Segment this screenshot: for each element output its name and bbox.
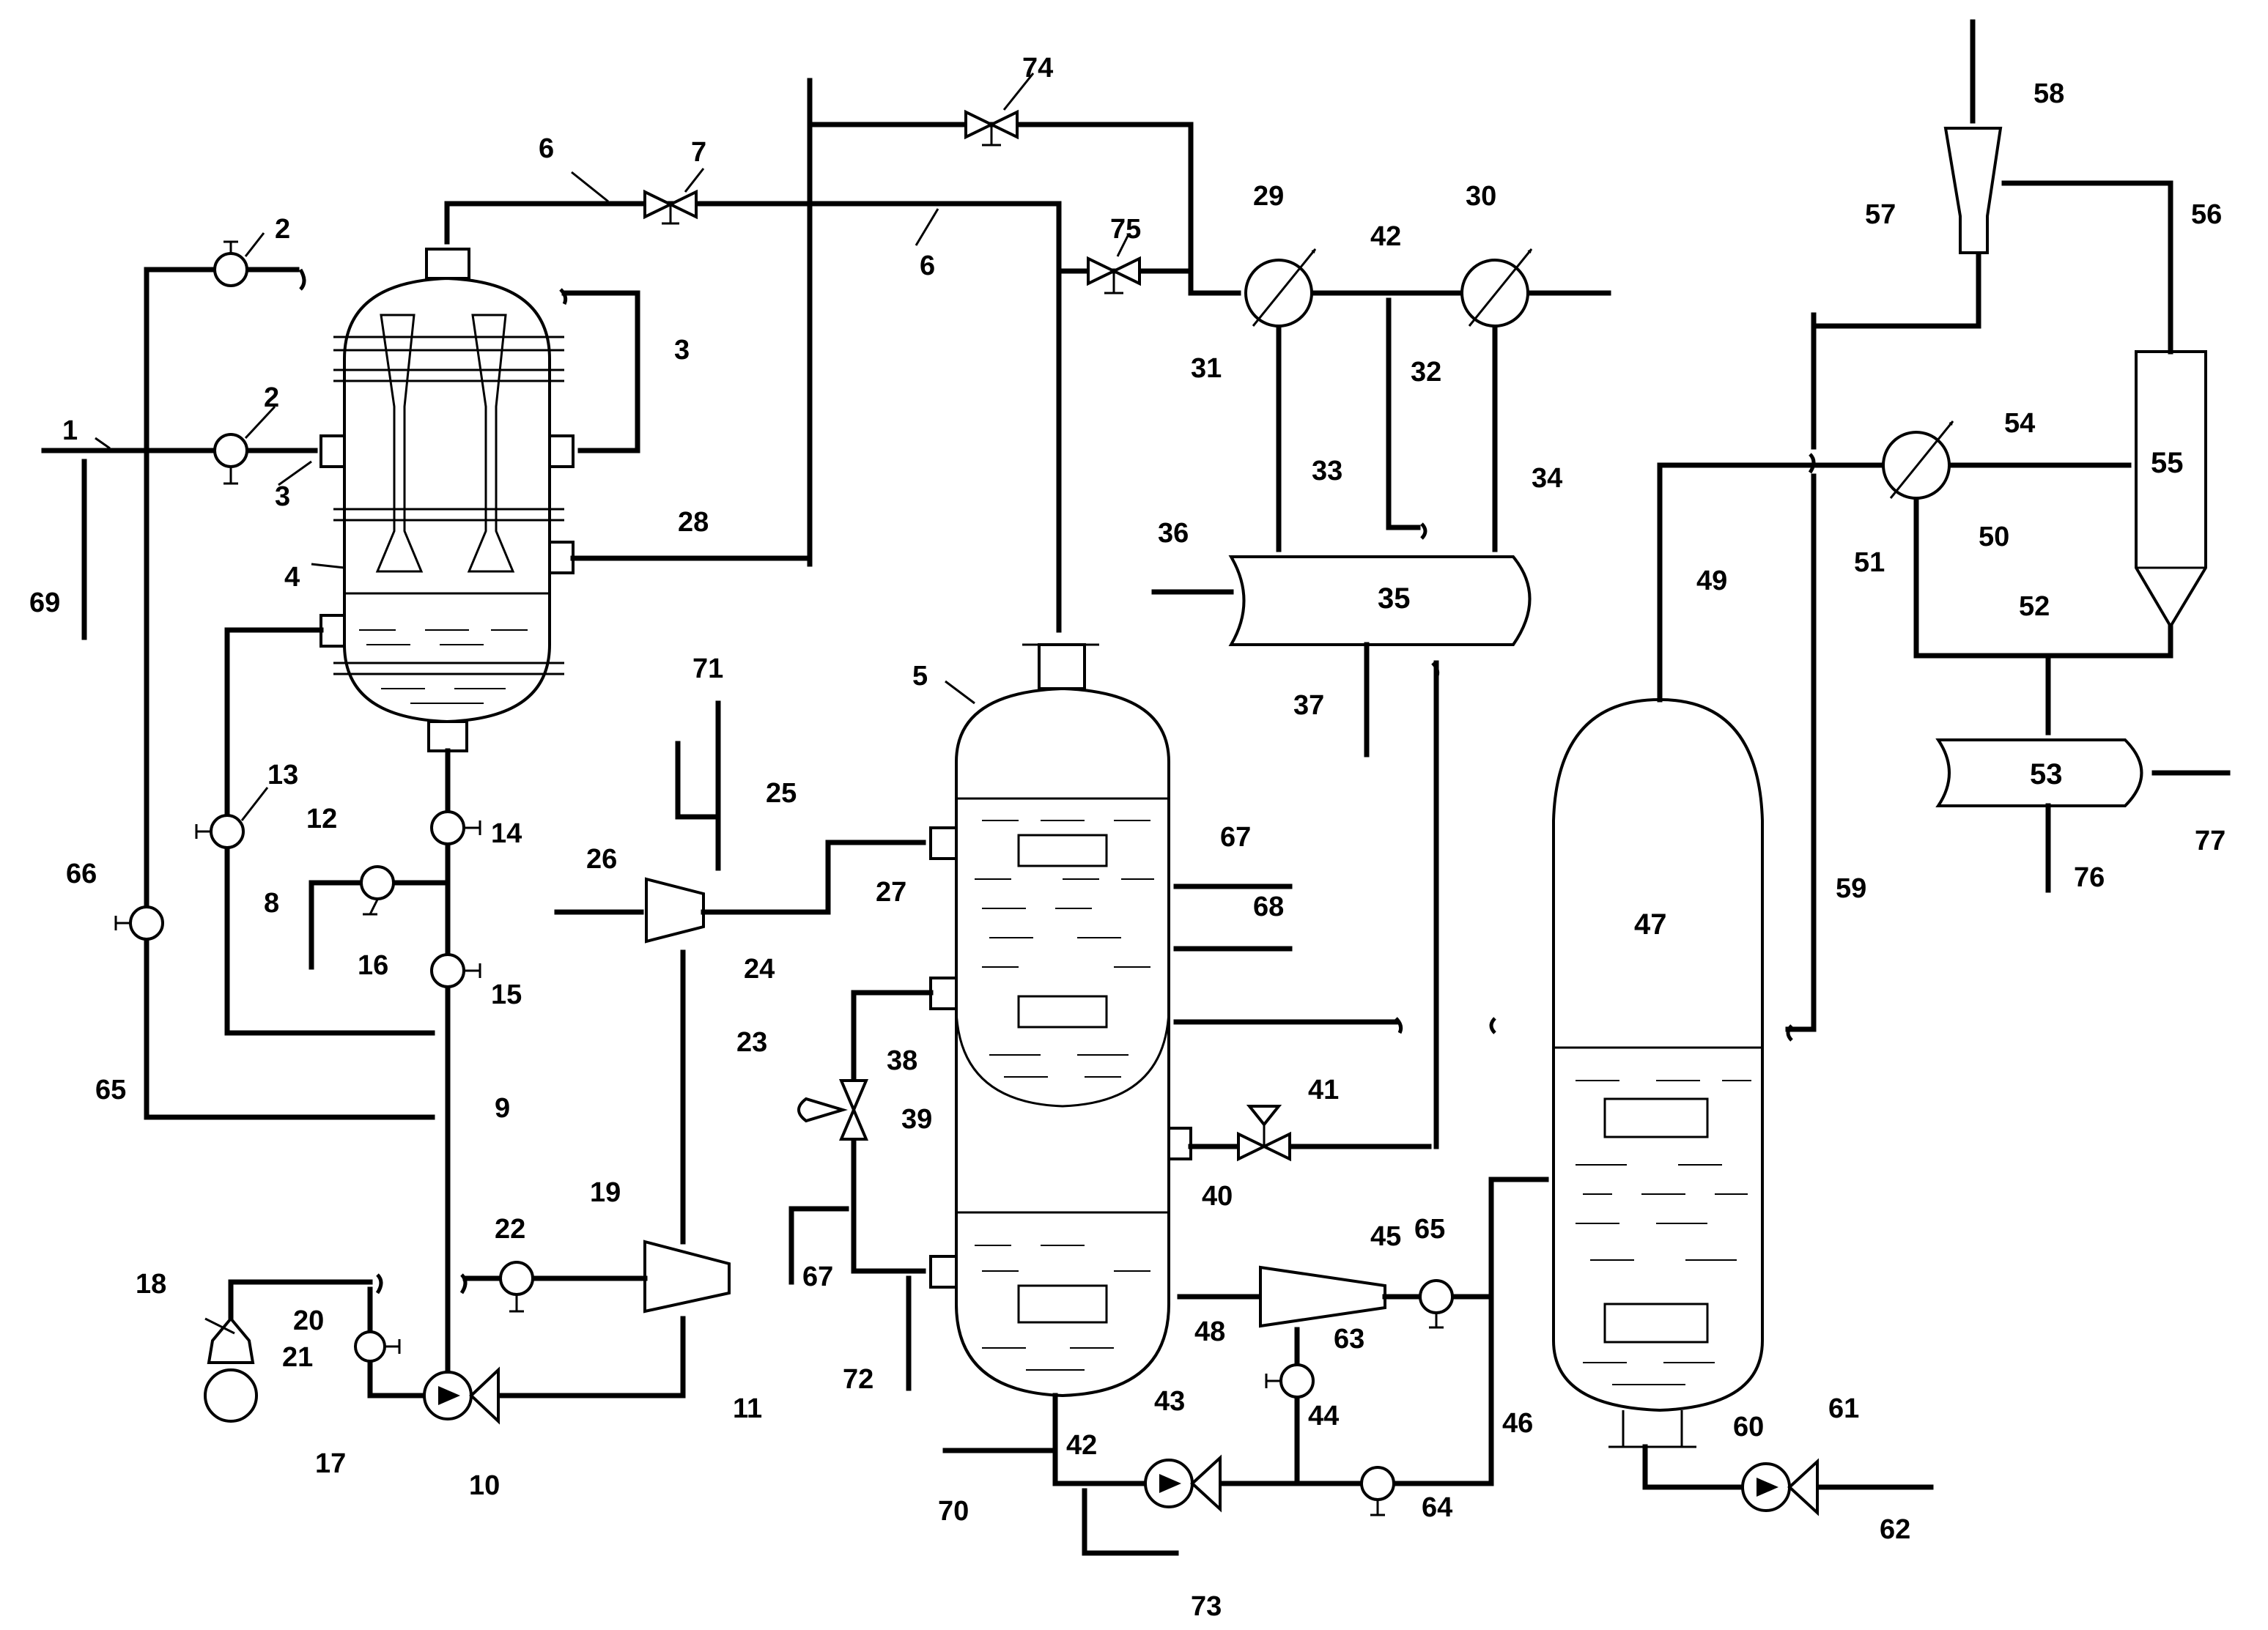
label-35: 35: [1378, 582, 1411, 615]
label-58: 58: [2034, 78, 2064, 109]
label-41: 41: [1308, 1075, 1339, 1105]
reactor-column-5: [931, 645, 1191, 1396]
label-64: 64: [1422, 1492, 1452, 1523]
label-22: 22: [495, 1214, 525, 1245]
label-20: 20: [293, 1305, 324, 1336]
ejector-57: [1946, 128, 2001, 253]
label-50: 50: [1979, 522, 2009, 552]
label-25: 25: [766, 778, 797, 809]
label-21: 21: [282, 1342, 313, 1373]
ejector-24: [646, 879, 703, 941]
label-6b: 6: [920, 251, 935, 281]
label-72: 72: [843, 1364, 873, 1395]
label-63: 63: [1334, 1324, 1364, 1355]
label-55: 55: [2151, 447, 2184, 479]
label-37: 37: [1293, 690, 1324, 721]
label-15: 15: [491, 979, 522, 1010]
label-57: 57: [1865, 199, 1896, 230]
compressor-19: [645, 1242, 729, 1311]
label-34: 34: [1532, 463, 1562, 494]
label-48: 48: [1194, 1316, 1225, 1347]
label-8: 8: [264, 888, 279, 919]
label-44: 44: [1308, 1401, 1339, 1431]
label-45: 45: [1370, 1221, 1401, 1252]
separator-column-55: [2136, 352, 2206, 626]
label-17: 17: [315, 1448, 346, 1479]
heat-exchangers: [1246, 249, 1953, 498]
label-30: 30: [1466, 181, 1496, 212]
label-52: 52: [2019, 591, 2050, 622]
label-49: 49: [1696, 566, 1727, 596]
label-43: 43: [1154, 1386, 1185, 1417]
label-59: 59: [1836, 873, 1866, 904]
label-60: 60: [1733, 1412, 1764, 1442]
label-68: 68: [1253, 892, 1284, 922]
label-2a: 2: [275, 214, 290, 245]
label-76: 76: [2074, 862, 2105, 893]
label-73: 73: [1191, 1591, 1222, 1622]
column-vessel-47: [1554, 700, 1762, 1447]
label-53: 53: [2030, 758, 2063, 790]
label-74: 74: [1022, 53, 1053, 84]
label-39: 39: [901, 1104, 932, 1135]
label-61: 61: [1828, 1393, 1859, 1424]
label-38: 38: [887, 1045, 917, 1076]
label-54: 54: [2004, 408, 2035, 439]
label-6a: 6: [539, 133, 554, 164]
label-70: 70: [938, 1496, 969, 1527]
label-24: 24: [744, 954, 775, 985]
label-33: 33: [1312, 456, 1342, 486]
label-42b: 42: [1066, 1430, 1097, 1461]
label-5: 5: [912, 661, 928, 692]
label-19: 19: [590, 1177, 621, 1208]
label-40: 40: [1202, 1181, 1233, 1212]
label-11: 11: [733, 1393, 762, 1424]
label-3a: 3: [674, 335, 690, 366]
reactor-vessel-4: [321, 249, 573, 751]
label-16: 16: [358, 950, 388, 981]
label-18: 18: [136, 1269, 166, 1300]
label-46: 46: [1502, 1408, 1533, 1439]
label-32: 32: [1411, 357, 1441, 388]
label-66: 66: [66, 859, 97, 889]
label-77: 77: [2195, 826, 2225, 856]
label-29: 29: [1253, 181, 1284, 212]
label-47: 47: [1634, 908, 1667, 941]
label-26: 26: [586, 844, 617, 875]
label-36: 36: [1158, 518, 1189, 549]
label-1: 1: [62, 415, 78, 446]
label-65b: 65: [1414, 1214, 1445, 1245]
label-7: 7: [691, 137, 706, 168]
label-67a: 67: [1220, 822, 1251, 853]
label-28: 28: [678, 507, 709, 538]
label-9: 9: [495, 1093, 510, 1124]
label-71: 71: [692, 653, 723, 684]
label-12: 12: [306, 804, 337, 834]
ejector-45: [1260, 1267, 1385, 1326]
label-69: 69: [29, 588, 60, 618]
label-14: 14: [491, 818, 522, 849]
label-10: 10: [469, 1470, 500, 1501]
label-27: 27: [876, 877, 906, 908]
label-65a: 65: [95, 1075, 126, 1105]
label-51: 51: [1854, 547, 1885, 578]
label-56: 56: [2191, 199, 2222, 230]
label-4: 4: [284, 562, 300, 593]
label-67b: 67: [802, 1262, 833, 1292]
label-42a: 42: [1370, 221, 1401, 252]
label-31: 31: [1191, 353, 1222, 384]
label-62: 62: [1880, 1514, 1910, 1545]
label-13: 13: [267, 760, 298, 790]
label-23: 23: [736, 1027, 767, 1058]
label-3b: 3: [275, 481, 290, 512]
